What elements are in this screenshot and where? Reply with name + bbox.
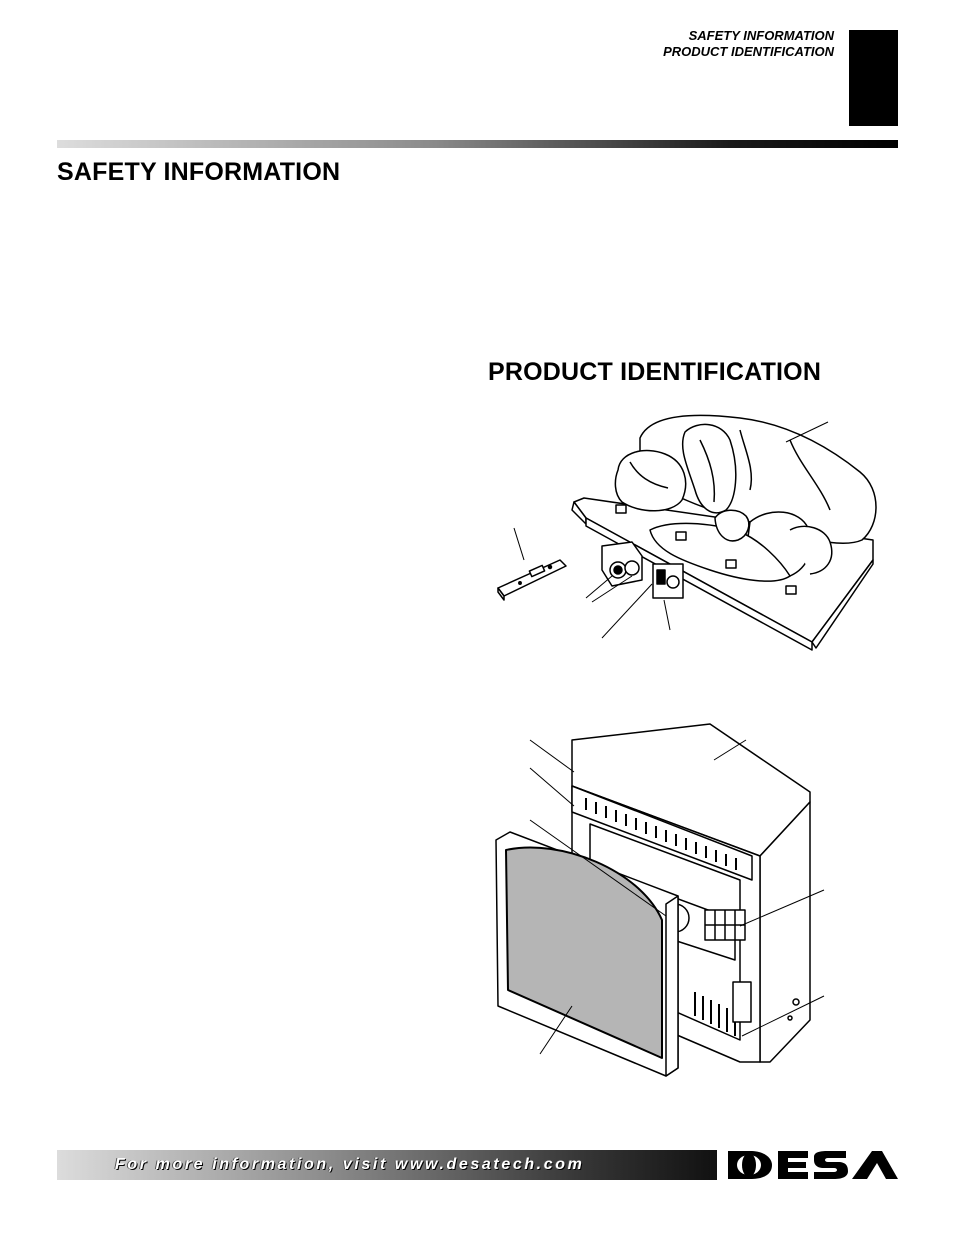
firebox-illustration (495, 723, 825, 1077)
footer-website-text: For more information, visit www.desatech… (115, 1156, 585, 1173)
gas-log-set-illustration (497, 414, 877, 651)
desa-logo (728, 1151, 898, 1179)
running-header-line1: SAFETY INFORMATION (688, 28, 834, 43)
safety-information-heading: SAFETY INFORMATION (57, 158, 341, 186)
running-header-line2: PRODUCT IDENTIFICATION (663, 44, 834, 59)
footer-banner: For more information, visit www.desatech… (57, 1150, 717, 1180)
product-identification-heading: PRODUCT IDENTIFICATION (488, 358, 822, 386)
section-tab (849, 30, 898, 126)
header-rule (57, 140, 898, 148)
